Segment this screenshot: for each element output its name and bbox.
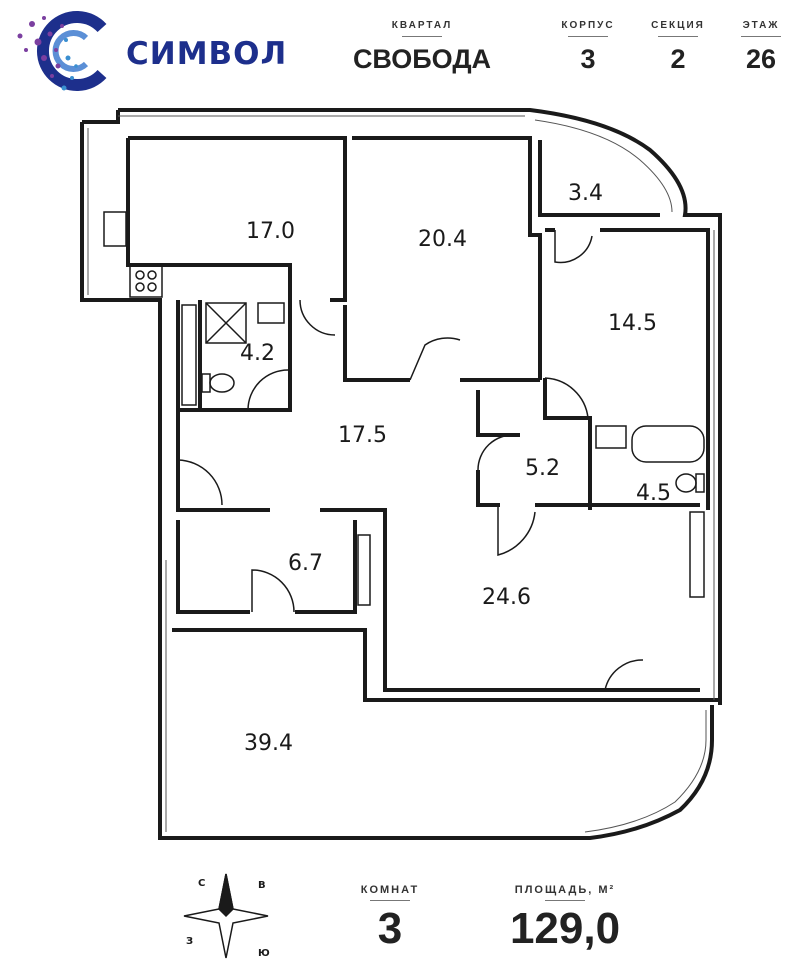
room-area-hall: 17.5 xyxy=(338,423,387,448)
shower-icon xyxy=(205,302,247,344)
brand-logo: СИМВОЛ xyxy=(6,6,286,96)
kitchen-sink-icon xyxy=(103,211,127,247)
door-swings xyxy=(177,230,644,691)
section-label: СЕКЦИЯ xyxy=(651,20,705,31)
building-block: КОРПУС 3 xyxy=(548,20,628,75)
total-area-value: 129,0 xyxy=(509,904,621,953)
rooms-count-label: КОМНАТ xyxy=(360,884,420,896)
total-area-label: ПЛОЩАДЬ, М² xyxy=(514,884,616,896)
rooms-count-value: 3 xyxy=(377,904,403,953)
room-area-bedroom-right: 14.5 xyxy=(608,311,657,336)
total-area-block: ПЛОЩАДЬ, М² 129,0 xyxy=(490,884,640,951)
floor-block: ЭТАЖ 26 xyxy=(726,20,796,75)
quarter-rule xyxy=(402,36,442,37)
compass-rose-icon: С В Ю З xyxy=(183,873,270,959)
building-rule xyxy=(568,36,608,37)
room-area-bathroom-left: 4.2 xyxy=(240,341,275,366)
section-block: СЕКЦИЯ 2 xyxy=(638,20,718,75)
fixtures xyxy=(103,211,705,606)
room-area-living-room: 24.6 xyxy=(482,585,531,610)
quarter-label: КВАРТАЛ xyxy=(391,20,453,31)
walls xyxy=(80,108,722,840)
floor-value: 26 xyxy=(745,44,777,74)
total-area-rule xyxy=(545,900,585,901)
room-area-terrace: 39.4 xyxy=(244,731,293,756)
compass-letter-n: С xyxy=(198,878,205,889)
floor-rule xyxy=(741,36,781,37)
rooms-count-block: КОМНАТ 3 xyxy=(350,884,430,951)
stove-icon xyxy=(129,264,163,298)
logo-mark-icon xyxy=(17,11,107,91)
cabinet-storage xyxy=(357,534,371,606)
compass-letter-e: В xyxy=(258,880,266,891)
sink-icon-left xyxy=(257,302,285,324)
section-rule xyxy=(658,36,698,37)
room-area-kitchen: 17.0 xyxy=(246,219,295,244)
quarter-block: КВАРТАЛ СВОБОДА xyxy=(348,20,496,75)
cabinet-left xyxy=(181,304,197,406)
room-area-storage: 6.7 xyxy=(288,551,323,576)
compass-letter-s: Ю xyxy=(258,948,270,959)
rooms-count-rule xyxy=(370,900,410,901)
floor-plan: 17.0 20.4 3.4 14.5 4.2 17.5 5.2 4.5 6.7 … xyxy=(80,108,722,840)
toilet-icon-right xyxy=(675,473,697,493)
section-value: 2 xyxy=(670,44,686,74)
room-area-corridor: 5.2 xyxy=(525,456,560,481)
sink-icon-right xyxy=(595,425,627,449)
room-area-bedroom-center: 20.4 xyxy=(418,227,467,252)
quarter-value: СВОБОДА xyxy=(352,44,492,74)
brand-name: СИМВОЛ xyxy=(126,36,288,72)
room-area-bathroom-right: 4.5 xyxy=(636,481,671,506)
toilet-icon-left xyxy=(209,373,235,393)
windows xyxy=(87,115,715,833)
bathtub-icon xyxy=(631,425,705,463)
building-value: 3 xyxy=(580,44,596,74)
room-area-balcony-small: 3.4 xyxy=(568,181,603,206)
floor-label: ЭТАЖ xyxy=(742,20,780,31)
building-label: КОРПУС xyxy=(561,20,615,31)
cabinet-living xyxy=(689,511,705,598)
compass-letter-w: З xyxy=(186,936,193,947)
